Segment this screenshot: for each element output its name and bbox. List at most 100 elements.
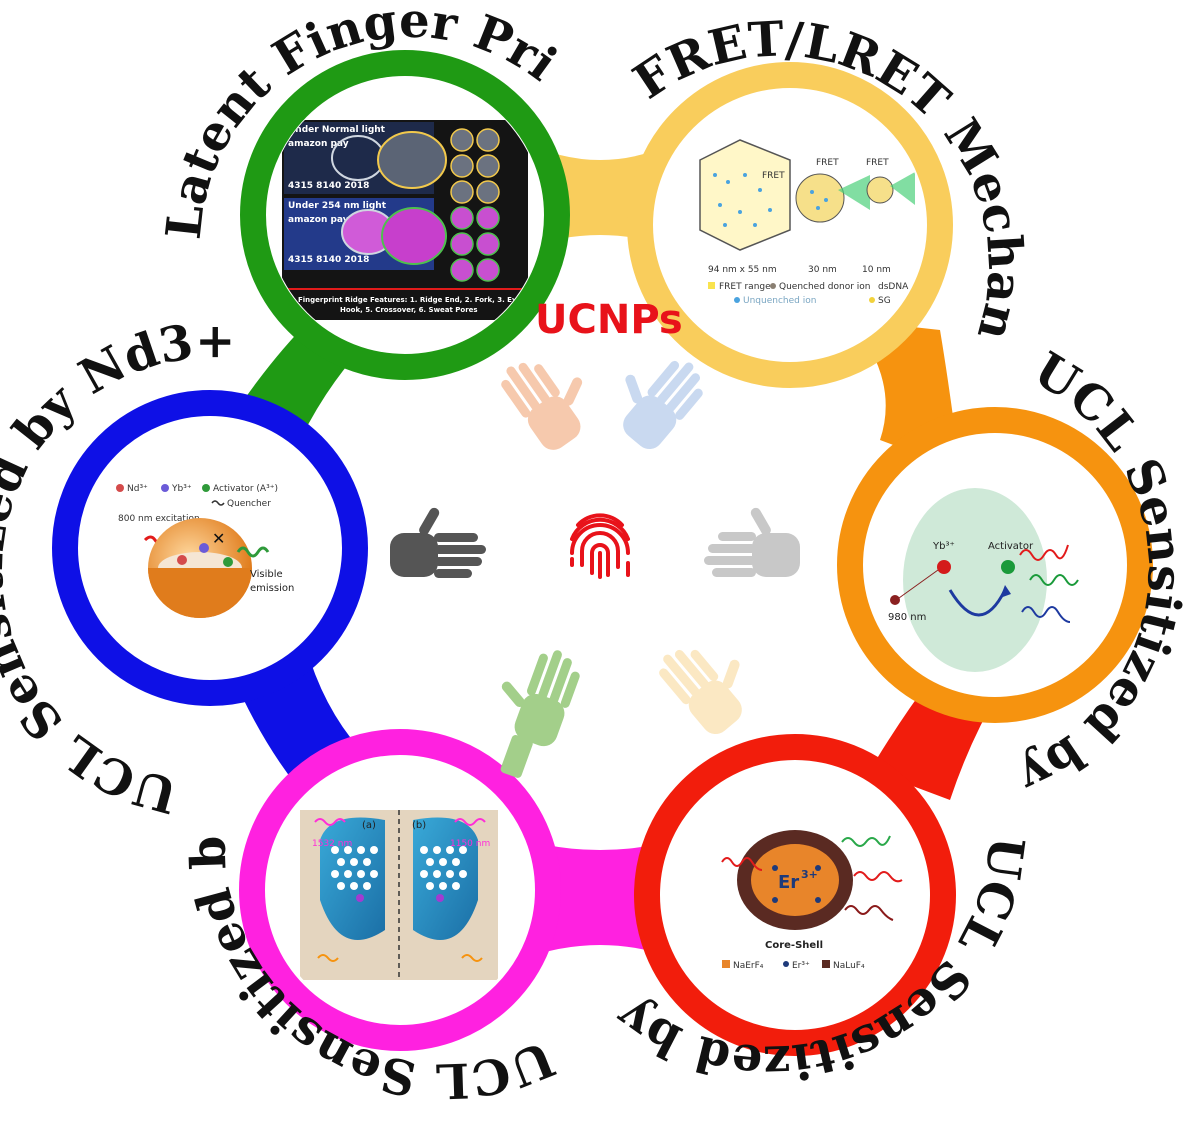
nd-panel: Nd³⁺ Yb³⁺ Activator (A³⁺) Quencher 800 n… [116,484,294,618]
node-ho: (a) (b) 1532 nm 1150 nm [239,729,561,1051]
legend-er-swatch [783,961,789,967]
node-yb: Yb³⁺ Activator 980 nm [837,407,1153,723]
emission-green [1029,574,1079,586]
hexagonal-prism [699,139,791,251]
er-emission-red [853,871,903,883]
card-number-bottom: 4315 8140 2018 [288,255,369,265]
card-brand-top: amazon pay [288,139,349,149]
emission-blue [1021,606,1071,623]
nd-yb-ion [199,543,209,553]
legend-sg-swatch [869,297,875,303]
caption-line-2: Hook, 5. Crossover, 6. Sweat Pores [340,306,478,314]
fret-label-3: FRET [866,158,889,168]
excitation-line [898,569,939,599]
er-excitation-wave [721,857,763,871]
hand-cream-icon [659,649,742,735]
ho-wave-right-label: 1150 nm [450,839,490,849]
card-brand-bottom: amazon pay [288,215,349,225]
er-emission-darkred [844,905,894,921]
excitation-label: 980 nm [888,612,926,623]
nd-excitation-label: 800 nm excitation [118,514,200,524]
energy-transfer-arrowhead [1000,585,1011,598]
fingerprint-icon [570,513,630,579]
legend-unquenched-swatch [734,297,740,303]
nd-sphere-lower [148,568,252,618]
ho-ion-right [436,894,444,902]
fret-beam-3 [890,172,915,205]
legend-yb: Yb³⁺ [171,484,192,494]
hand-green-icon [500,650,580,778]
activator-ion [1001,560,1015,574]
nd-visible-wave [236,546,270,558]
fret-label-2: FRET [816,158,839,168]
legend-activator: Activator (A³⁺) [213,484,278,494]
hand-lightgray-icon [704,507,800,577]
ho-ion-left [356,894,364,902]
legend-dsdna: dsDNA [878,282,909,292]
legend-nd-swatch [116,484,124,492]
legend-yb-swatch [161,484,169,492]
ho-out-left [317,954,339,962]
ho-wave-left [314,818,346,826]
yb-ion-label: Yb³⁺ [932,541,955,552]
nd-ion [177,555,187,565]
fret-beam-2 [838,175,870,210]
fingerprint-panel: Under Normal light amazon pay 4315 8140 … [282,120,534,320]
ho-lobe-right [413,817,478,940]
ho-lobe-left [320,817,385,940]
ho-label-a: (a) [362,820,376,831]
legend-core: NaErF₄ [733,961,764,971]
particle-10nm [866,176,894,204]
particle-30nm [795,173,845,223]
node-fingerprint: Under Normal light amazon pay 4315 8140 … [240,50,570,380]
legend-range: FRET range [719,282,771,292]
legend-unquenched: Unquenched ion [743,296,816,306]
caption-line-1: Fingerprint Ridge Features: 1. Ridge End… [298,296,534,304]
hand-lightblue-icon [623,360,703,450]
ho-label-b: (b) [412,820,426,831]
nd-visible-2: emission [250,583,294,594]
label-uv-light: Under 254 nm light [288,201,387,211]
er-core-label: Er [778,872,799,893]
legend-nd: Nd³⁺ [127,484,148,494]
quencher-icon [211,500,225,506]
nd-activator-ion [223,557,233,567]
ho-wave-left-label: 1532 nm [312,839,352,849]
node-nd: Nd³⁺ Yb³⁺ Activator (A³⁺) Quencher 800 n… [52,390,368,706]
size-2: 30 nm [808,265,837,275]
legend-quencher: Quencher [227,499,271,509]
label-normal-light: Under Normal light [288,125,386,135]
center-title: UCNPs [535,297,683,343]
print-normal-zoom [377,131,447,189]
lattice-left [331,846,378,890]
legend-core-swatch [722,960,730,968]
hand-darkgray-icon [390,507,486,578]
quench-blocked-icon: ✕ [212,529,225,548]
nd-visible-1: Visible [250,569,283,580]
core-shell-label: Core-Shell [765,940,823,951]
size-3: 10 nm [862,265,891,275]
hand-peach-icon [501,362,583,450]
legend-quenched-swatch [770,283,776,289]
node-fret: FRET FRET FRET 94 nm x 55 nm 30 nm 10 nm… [627,62,953,388]
legend-shell-swatch [822,960,830,968]
ho-wave-right [454,818,486,826]
er-emission-green [841,835,891,847]
yb-panel: Yb³⁺ Activator 980 nm [888,488,1079,672]
er-core-sup: 3+ [801,868,818,881]
donor-dots [713,173,772,227]
er-ion-2 [815,865,821,871]
er-panel: Er 3+ Core-Shell NaErF₄ Er³⁺ NaLuF₄ [721,830,903,971]
ridge-thumbnails [450,128,500,282]
energy-transfer-arrow [948,589,1007,617]
fret-label-1: FRET [762,171,785,181]
activator-label: Activator [988,541,1034,552]
fret-panel: FRET FRET FRET 94 nm x 55 nm 30 nm 10 nm… [699,139,915,306]
legend-shell: NaLuF₄ [833,961,865,971]
legend-range-swatch [708,282,715,289]
yb-host-sphere [903,488,1047,672]
er-ion-3 [772,897,778,903]
legend-activator-swatch [202,484,210,492]
